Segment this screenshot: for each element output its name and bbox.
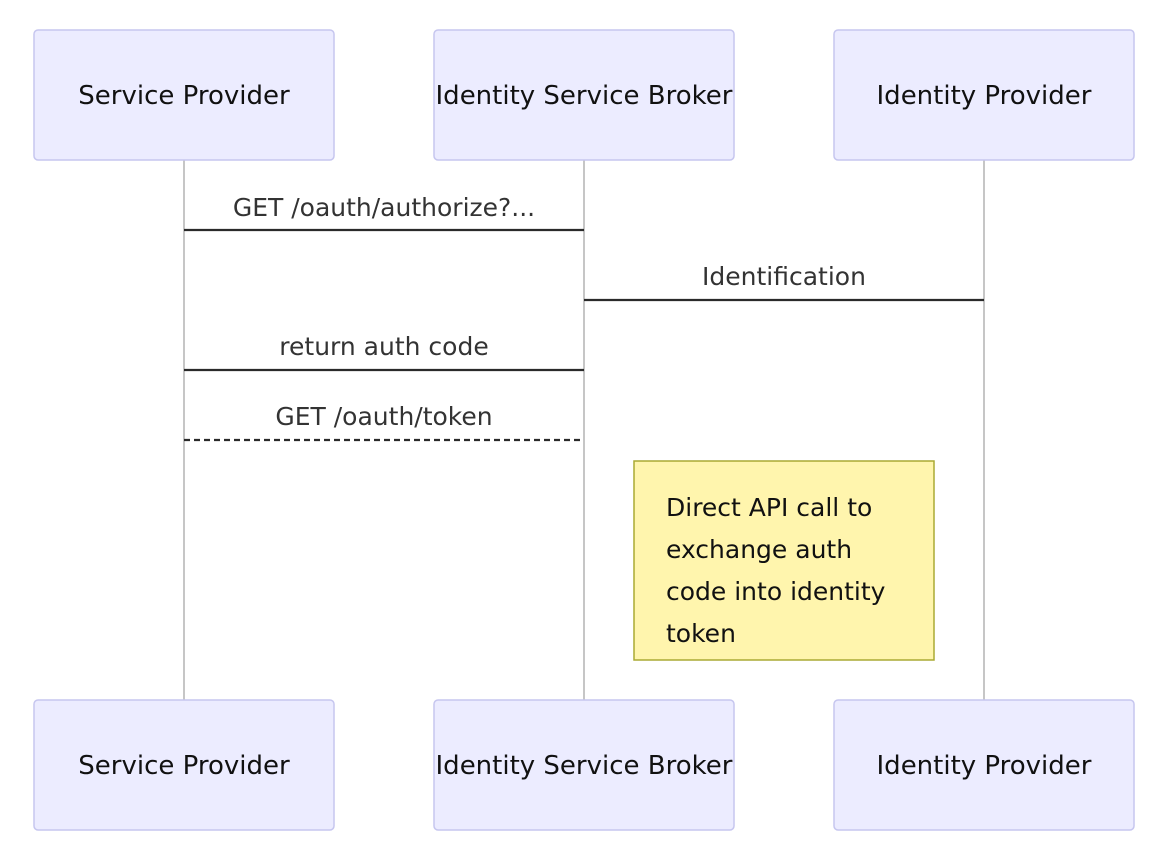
note-line-2: exchange auth [666,535,852,564]
participant-top-identity-provider: Identity Provider [833,29,1135,161]
message-label: return auth code [279,332,488,361]
participant-bottom-service-provider: Service Provider [33,699,335,831]
note: Direct API call to exchange auth code in… [633,460,935,661]
participant-label: Service Provider [78,751,290,781]
participant-top-identity-service-broker: Identity Service Broker [433,29,735,161]
message-label: GET /oauth/authorize?... [233,193,535,222]
message-authorize: GET /oauth/authorize?... [184,193,584,232]
note-line-3: code into identity [666,577,886,606]
participant-label: Identity Provider [877,751,1092,781]
participant-label: Identity Service Broker [436,81,733,111]
participant-bottom-identity-service-broker: Identity Service Broker [433,699,735,831]
message-return-auth-code: return auth code [184,332,584,372]
participant-label: Identity Service Broker [436,751,733,781]
participant-label: Identity Provider [877,81,1092,111]
note-line-1: Direct API call to [666,493,872,522]
message-token: GET /oauth/token [184,402,584,442]
participant-bottom-identity-provider: Identity Provider [833,699,1135,831]
message-label: Identification [702,262,866,291]
note-line-4: token [666,619,736,648]
message-label: GET /oauth/token [275,402,492,431]
participant-label: Service Provider [78,81,290,111]
participant-top-service-provider: Service Provider [33,29,335,161]
message-identification: Identification [584,262,984,302]
